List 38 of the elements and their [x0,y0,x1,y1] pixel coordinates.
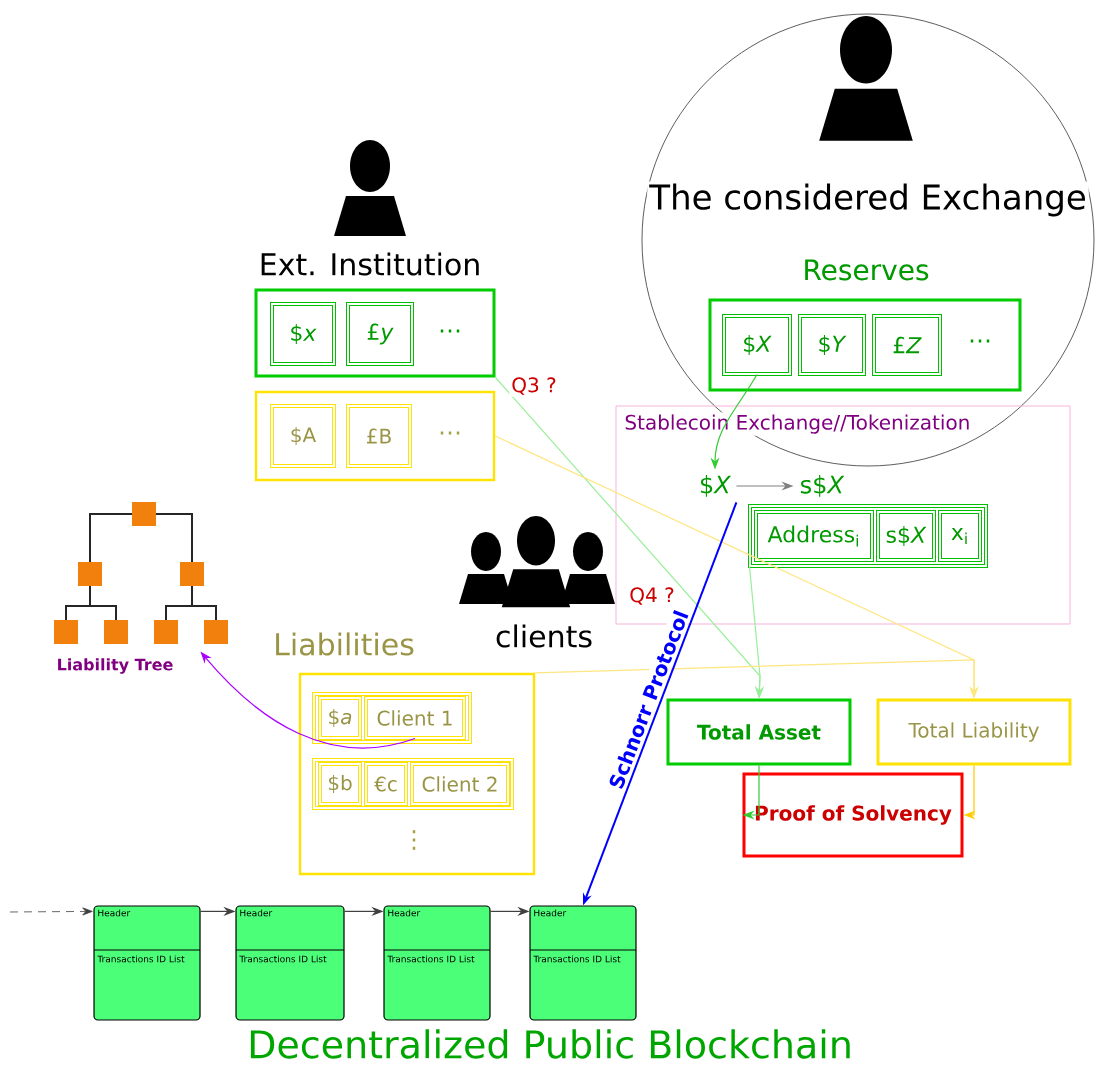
address-row [748,504,988,568]
total-asset-box: Total Asset [666,698,852,766]
amount-cell: €c [364,762,408,806]
client-cell: Client 2 [410,762,510,806]
arrow [9,907,93,916]
proof-box: Proof of Solvency [742,772,964,858]
group-label: clients [493,622,595,650]
total-liability-box: Total Liability [876,698,1072,766]
token-cell: s$X [876,510,936,562]
reserves-heading: Reserves [800,257,932,283]
currency-cell: £Z [872,314,942,376]
currency-cell: £y [346,302,414,366]
ellipsis: ⋯ [966,337,994,351]
liabilities-heading: Liabilities [271,630,417,658]
ellipsis: ⋯ [436,429,464,443]
amount-cell: $a [318,696,362,740]
ellipsis: ⋯ [436,327,464,341]
question-label: Q3 ? [509,375,559,397]
currency-cell: $A [270,404,336,468]
ellipsis: ⋮ [400,828,428,852]
token-label: $X [700,475,732,497]
currency-cell: $X [722,314,792,376]
client-row [312,692,472,744]
institution-label: Ext. Institution [256,250,484,278]
token-label: s$X [800,475,845,497]
client-row [312,758,514,810]
currency-cell: $x [270,302,336,366]
currency-cell: $Y [798,314,866,376]
amount-cell: $b [318,762,362,806]
box-title: Stablecoin Exchange//Tokenization [622,412,973,436]
address-cell: Address$_{i}$ [754,510,874,562]
exchange-title: The considered Exchange [647,181,1089,219]
client-cell: Client 1 [364,696,466,740]
blockchain-caption: Decentralized Public Blockchain [245,1027,855,1061]
tree-label: Liability Tree [58,658,173,674]
currency-cell: £B [346,404,412,468]
amount-cell: x$_{i}$ [938,510,982,562]
question-label: Q4 ? [627,585,677,607]
